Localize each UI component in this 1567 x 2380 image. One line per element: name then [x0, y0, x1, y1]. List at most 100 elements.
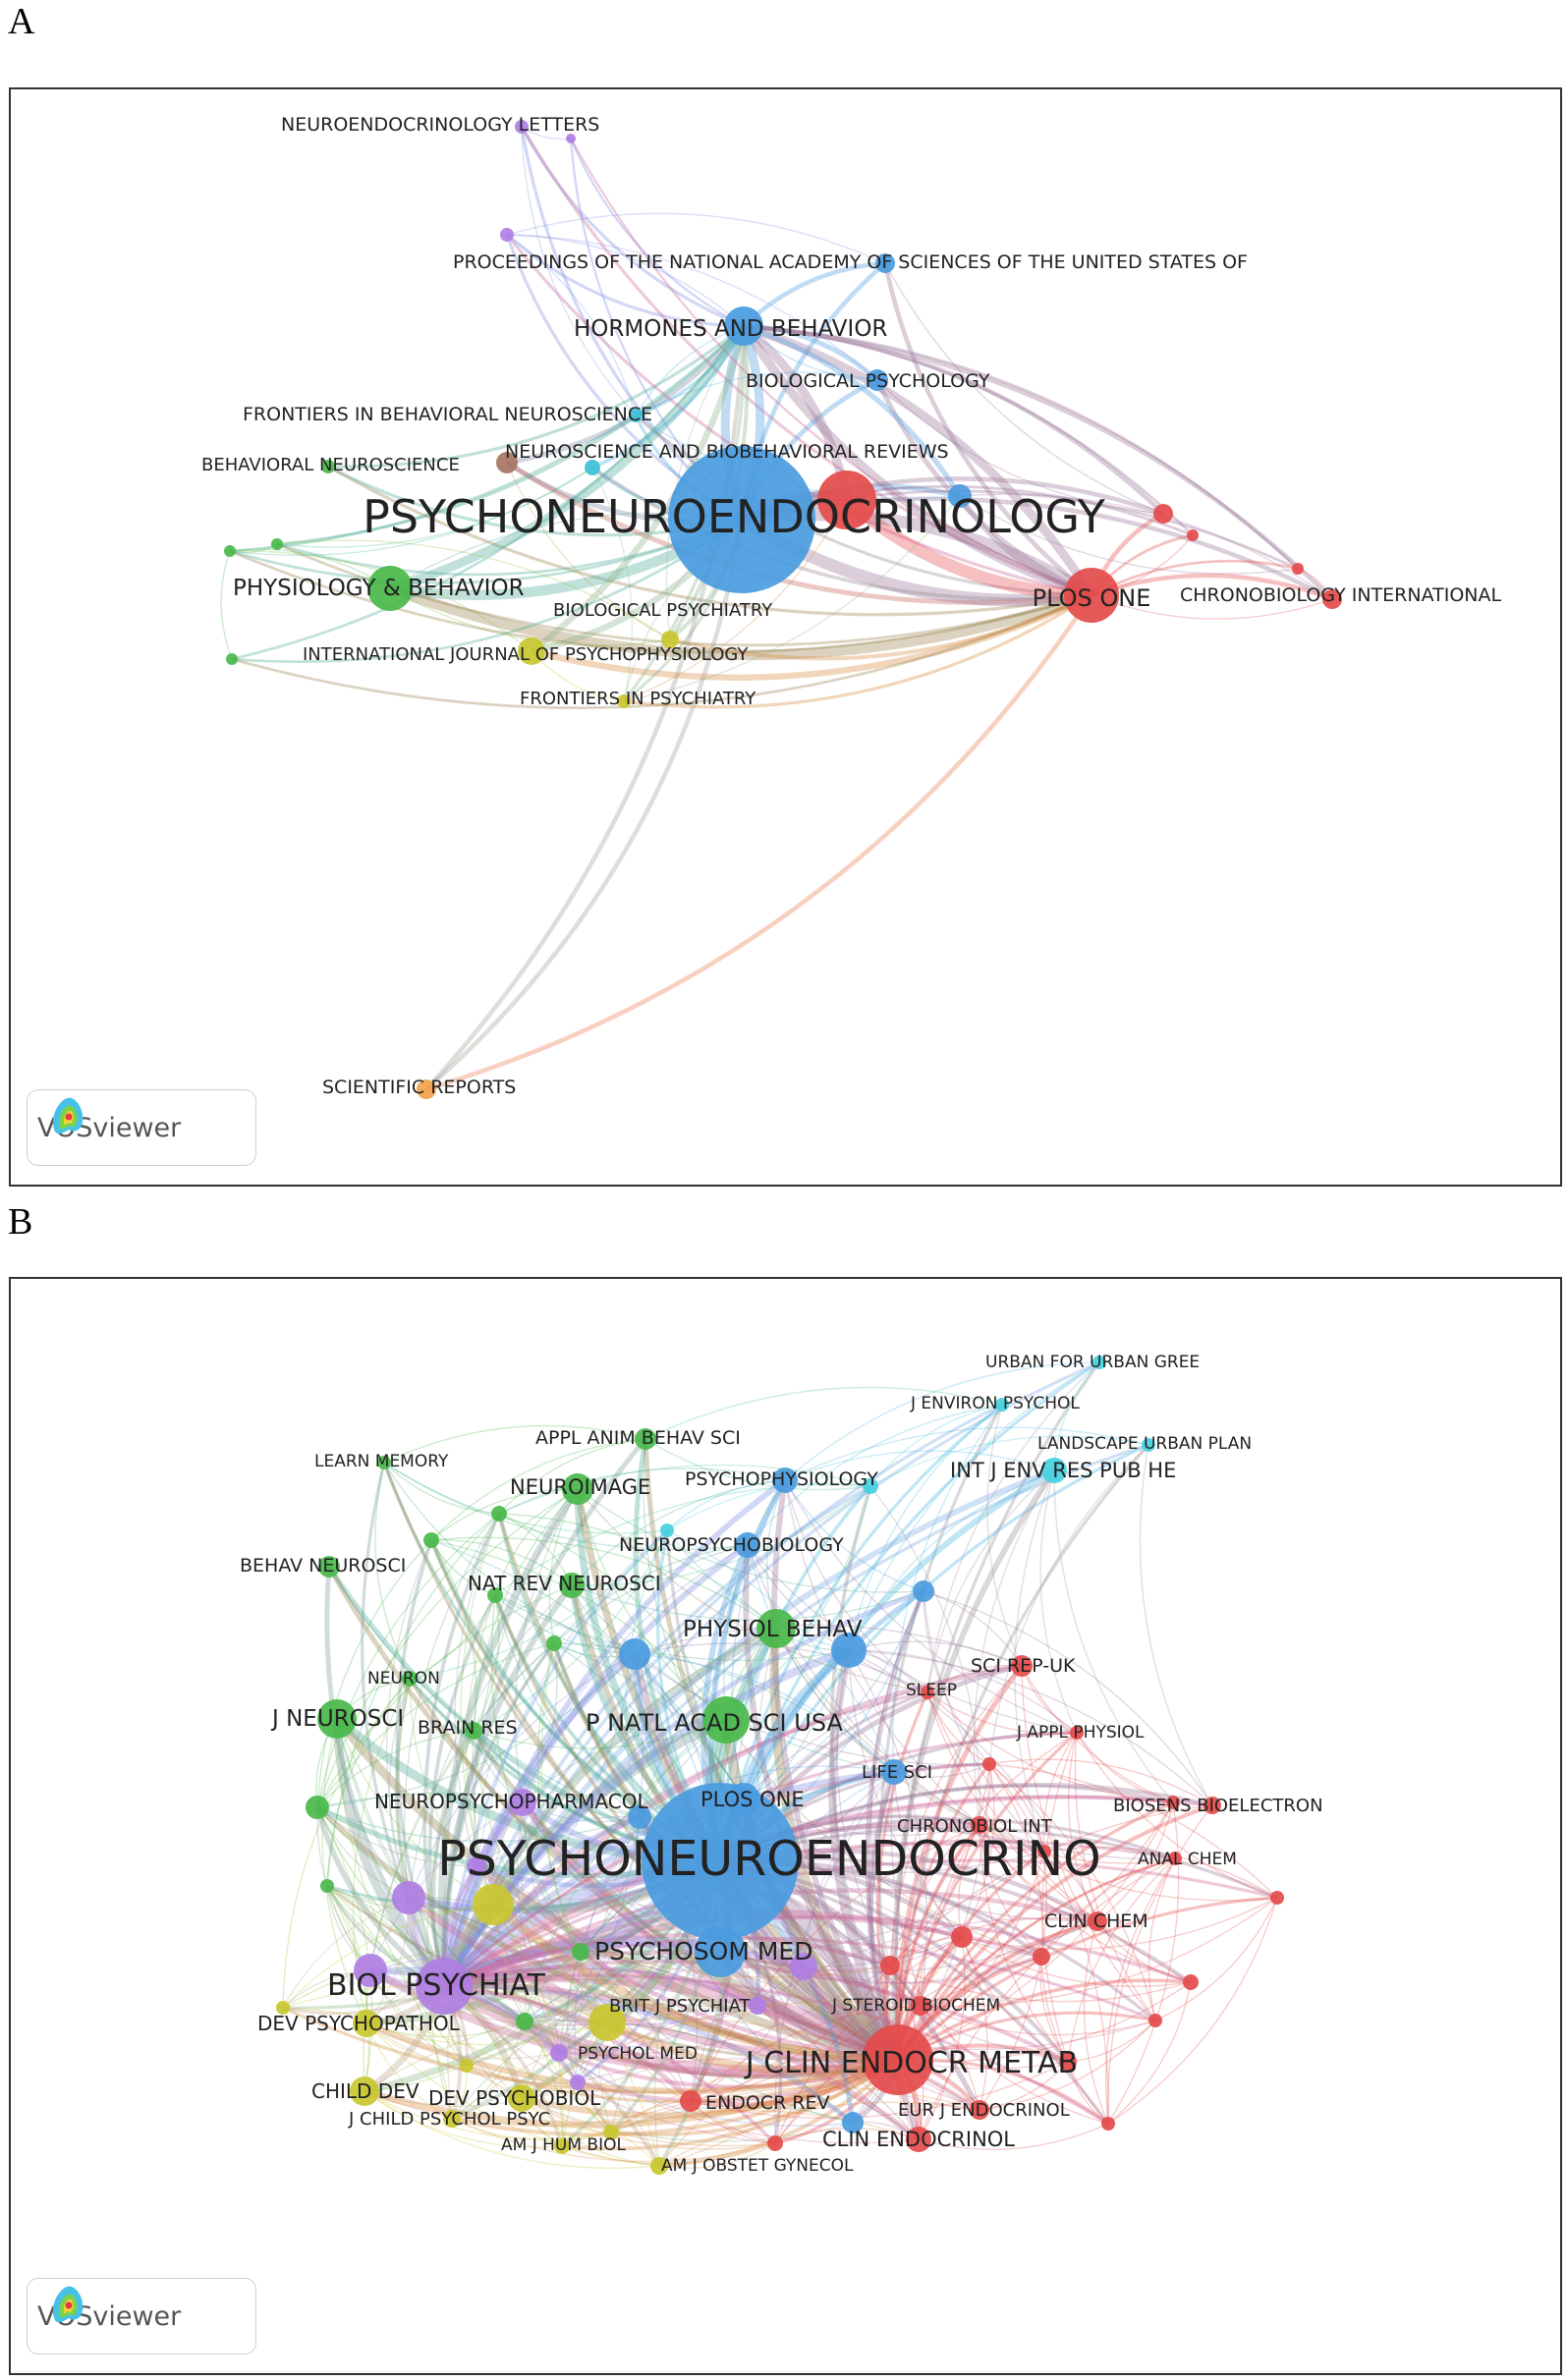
- journal-node[interactable]: [317, 1699, 357, 1739]
- journal-node-unlabeled[interactable]: [467, 1856, 486, 1876]
- journal-node[interactable]: [1142, 1438, 1155, 1452]
- journal-node[interactable]: [617, 694, 631, 708]
- journal-node-unlabeled[interactable]: [790, 1953, 817, 1980]
- journal-node-unlabeled[interactable]: [1292, 563, 1304, 575]
- journal-node[interactable]: [402, 1671, 418, 1687]
- journal-node-unlabeled[interactable]: [951, 1926, 973, 1948]
- journal-node-unlabeled[interactable]: [392, 1881, 425, 1914]
- journal-node[interactable]: [1168, 1852, 1182, 1865]
- journal-node[interactable]: [550, 2044, 568, 2062]
- journal-node-unlabeled[interactable]: [1187, 529, 1199, 541]
- journal-node[interactable]: [695, 1926, 746, 1977]
- journal-node[interactable]: [650, 2157, 668, 2175]
- journal-node-unlabeled[interactable]: [1101, 2117, 1115, 2131]
- journal-node-unlabeled[interactable]: [660, 1523, 674, 1537]
- journal-node-unlabeled[interactable]: [628, 1805, 651, 1829]
- journal-node[interactable]: [642, 1783, 799, 1940]
- journal-node[interactable]: [906, 2127, 931, 2152]
- journal-node[interactable]: [559, 1573, 585, 1598]
- journal-node[interactable]: [318, 1556, 340, 1577]
- journal-node-unlabeled[interactable]: [1148, 2014, 1162, 2027]
- journal-node-unlabeled[interactable]: [913, 1580, 934, 1602]
- journal-node-unlabeled[interactable]: [516, 2013, 533, 2030]
- journal-node[interactable]: [881, 1759, 907, 1785]
- journal-node-unlabeled[interactable]: [767, 2135, 783, 2151]
- journal-node-unlabeled[interactable]: [271, 538, 283, 550]
- journal-node[interactable]: [863, 2024, 933, 2095]
- journal-node[interactable]: [416, 1958, 473, 2015]
- journal-node[interactable]: [518, 637, 545, 665]
- journal-node-unlabeled[interactable]: [619, 1638, 650, 1670]
- journal-node-unlabeled[interactable]: [460, 2059, 474, 2073]
- journal-node-unlabeled[interactable]: [570, 2075, 586, 2090]
- journal-node[interactable]: [508, 2084, 535, 2112]
- journal-node-unlabeled[interactable]: [585, 460, 600, 475]
- journal-node[interactable]: [1203, 1797, 1221, 1814]
- journal-node[interactable]: [321, 460, 335, 473]
- journal-node-unlabeled[interactable]: [572, 1943, 589, 1961]
- journal-node-unlabeled[interactable]: [948, 484, 972, 508]
- journal-node-unlabeled[interactable]: [817, 470, 876, 529]
- journal-node-unlabeled[interactable]: [306, 1796, 329, 1819]
- journal-node[interactable]: [911, 1996, 930, 2016]
- journal-node[interactable]: [443, 2110, 461, 2128]
- journal-node[interactable]: [1092, 1356, 1106, 1369]
- journal-node-unlabeled[interactable]: [1153, 504, 1173, 524]
- journal-node[interactable]: [629, 409, 643, 422]
- journal-node[interactable]: [1041, 1458, 1067, 1483]
- journal-node-unlabeled[interactable]: [354, 1954, 387, 1987]
- journal-node-unlabeled[interactable]: [1059, 2053, 1077, 2071]
- journal-node-unlabeled[interactable]: [863, 1478, 878, 1494]
- journal-node-unlabeled[interactable]: [566, 134, 576, 143]
- journal-node-unlabeled[interactable]: [831, 1633, 867, 1668]
- journal-node-unlabeled[interactable]: [1033, 1948, 1050, 1965]
- journal-node[interactable]: [1070, 1726, 1084, 1740]
- journal-node[interactable]: [1088, 1911, 1107, 1931]
- journal-node[interactable]: [867, 369, 888, 391]
- journal-node[interactable]: [921, 1686, 934, 1699]
- journal-node[interactable]: [971, 1816, 988, 1834]
- journal-node[interactable]: [350, 2076, 379, 2106]
- journal-node[interactable]: [749, 1997, 766, 2015]
- journal-node[interactable]: [875, 253, 895, 273]
- journal-node[interactable]: [1011, 1655, 1033, 1677]
- journal-node[interactable]: [635, 1428, 656, 1450]
- journal-node[interactable]: [1064, 568, 1119, 623]
- journal-node-unlabeled[interactable]: [1183, 1974, 1199, 1990]
- journal-node[interactable]: [735, 1532, 760, 1558]
- journal-node-unlabeled[interactable]: [276, 2001, 290, 2015]
- journal-node[interactable]: [702, 1696, 750, 1743]
- journal-node-unlabeled[interactable]: [1037, 1845, 1051, 1858]
- journal-node[interactable]: [353, 2010, 380, 2037]
- journal-node[interactable]: [377, 1456, 391, 1469]
- journal-node-unlabeled[interactable]: [500, 228, 514, 242]
- journal-node[interactable]: [554, 2138, 570, 2154]
- vosviewer-badge[interactable]: VOSviewer: [27, 2278, 256, 2354]
- journal-node-unlabeled[interactable]: [588, 2004, 626, 2041]
- journal-node-unlabeled[interactable]: [423, 1532, 439, 1548]
- journal-node-unlabeled[interactable]: [982, 1757, 996, 1771]
- journal-node-unlabeled[interactable]: [224, 545, 236, 557]
- journal-node-unlabeled[interactable]: [1270, 1891, 1284, 1905]
- journal-node[interactable]: [465, 1722, 482, 1740]
- journal-node-unlabeled[interactable]: [473, 1884, 514, 1925]
- journal-node[interactable]: [772, 1467, 798, 1493]
- journal-node[interactable]: [995, 1398, 1009, 1411]
- journal-node[interactable]: [661, 631, 679, 648]
- journal-node[interactable]: [724, 306, 763, 346]
- journal-node-unlabeled[interactable]: [842, 2112, 864, 2133]
- journal-node-unlabeled[interactable]: [1166, 1796, 1180, 1809]
- journal-node-unlabeled[interactable]: [226, 653, 238, 665]
- journal-node-unlabeled[interactable]: [487, 1587, 503, 1603]
- journal-node[interactable]: [496, 452, 518, 473]
- journal-node[interactable]: [756, 1609, 796, 1648]
- journal-node[interactable]: [680, 2090, 701, 2112]
- journal-node[interactable]: [1322, 589, 1342, 609]
- journal-node[interactable]: [970, 2100, 989, 2120]
- journal-node[interactable]: [668, 446, 815, 593]
- journal-node-unlabeled[interactable]: [546, 1635, 562, 1651]
- journal-node-unlabeled[interactable]: [603, 2125, 619, 2140]
- journal-node-unlabeled[interactable]: [880, 1956, 900, 1975]
